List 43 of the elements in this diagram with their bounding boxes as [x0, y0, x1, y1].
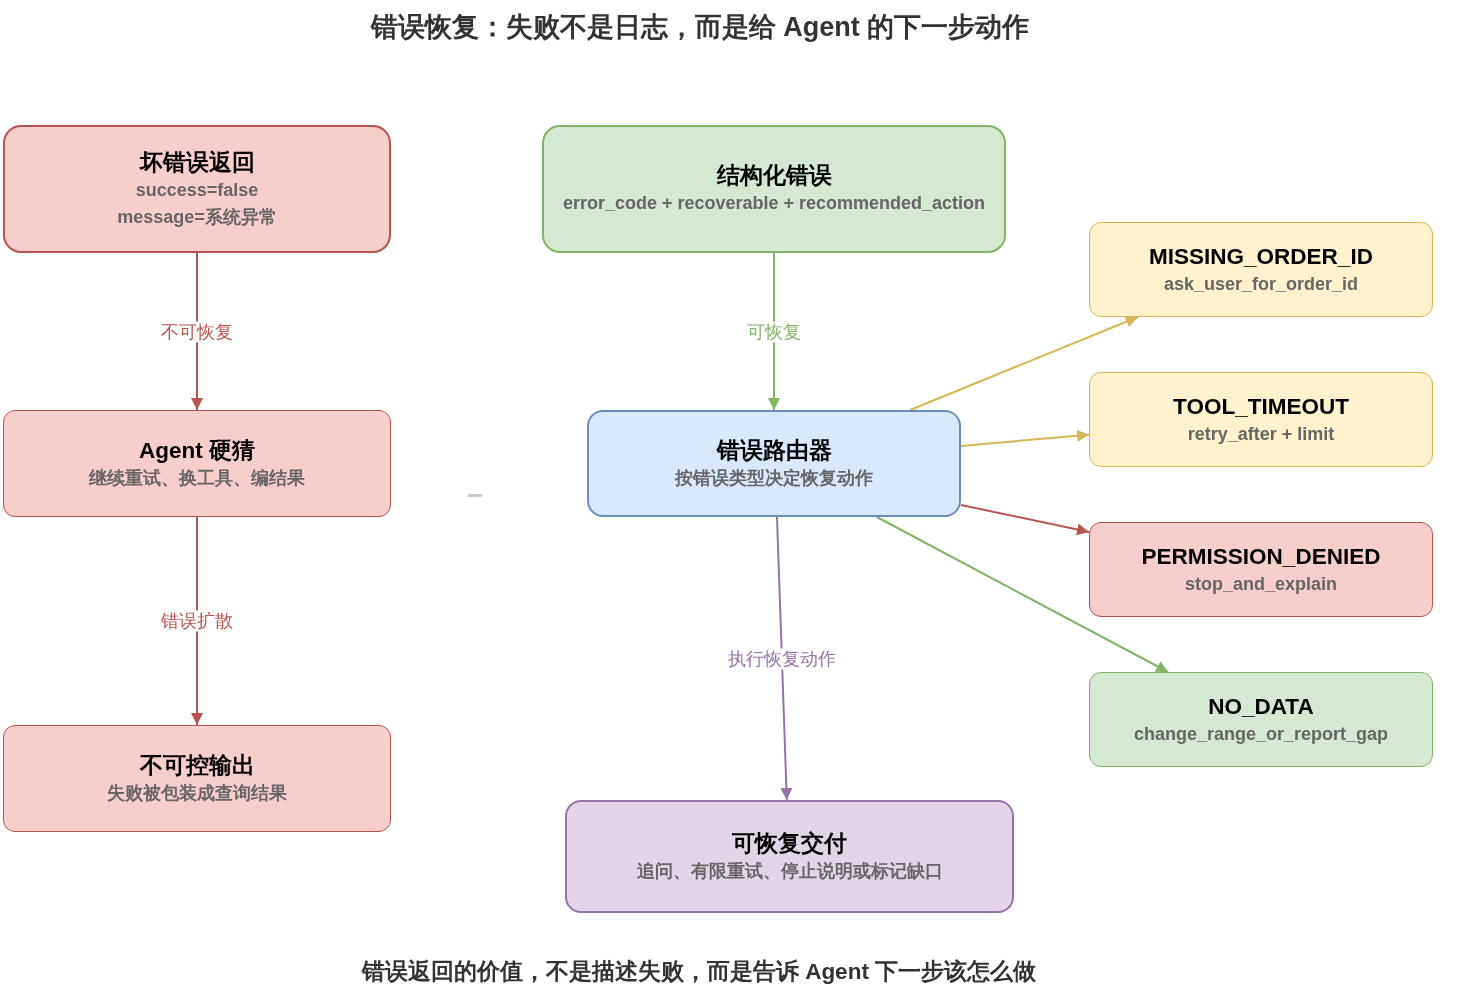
process-box: [542, 125, 1006, 253]
arrow: [909, 316, 1139, 411]
edge-label: 可恢复: [745, 321, 803, 342]
process-box: [3, 125, 391, 253]
box-text: ask_user_for_order_id: [1163, 272, 1359, 296]
box-text: change_range_or_report_gap: [1133, 722, 1389, 746]
box-heading: MISSING_ORDER_ID: [1149, 242, 1373, 271]
box-text: success=false: [135, 178, 259, 202]
arrow: [191, 516, 203, 726]
box-text: message=系统异常: [117, 205, 277, 229]
process-box: [1089, 522, 1433, 617]
box-heading: 不可控输出: [139, 751, 255, 780]
edge-label: 错误扩散: [159, 610, 235, 632]
process-box: [587, 410, 961, 517]
box-heading: Agent 硬猜: [139, 436, 255, 465]
process-box: [3, 725, 391, 832]
process-box: [3, 410, 391, 517]
box-text: stop_and_explain: [1184, 572, 1337, 596]
box-heading: NO_DATA: [1208, 692, 1314, 721]
arrow: [776, 516, 793, 801]
box-heading: 坏错误返回: [139, 148, 255, 177]
edge-label: 不可恢复: [159, 321, 235, 342]
process-box: [1089, 672, 1433, 767]
process-box: [565, 800, 1014, 913]
arrow: [875, 516, 1170, 673]
caption: 错误返回的价值，不是描述失败，而是告诉 Agent 下一步该怎么做: [361, 958, 1037, 986]
arrow: [960, 429, 1090, 447]
box-text: error_code + recoverable + recommended_action: [562, 192, 986, 215]
process-box: [1089, 372, 1433, 467]
box-text: 按错误类型决定恢复动作: [675, 466, 873, 490]
box-heading: 错误路由器: [716, 436, 832, 465]
box-text: retry_after + limit: [1187, 422, 1335, 446]
box-text: 追问、有限重试、停止说明或标记缺口: [636, 859, 943, 883]
process-box: [1089, 222, 1433, 317]
box-text: 继续重试、换工具、编结果: [89, 466, 305, 490]
arrow: [960, 504, 1090, 536]
box-heading: 可恢复交付: [732, 829, 847, 858]
edge-label: 执行恢复动作: [725, 648, 838, 669]
box-heading: 结构化错误: [716, 162, 832, 190]
box-heading: TOOL_TIMEOUT: [1173, 392, 1349, 421]
title: 错误恢复：失败不是日志，而是给 Agent 的下一步动作: [370, 11, 1030, 44]
box-text: 失败被包装成查询结果: [107, 781, 287, 805]
box-heading: PERMISSION_DENIED: [1141, 542, 1381, 571]
